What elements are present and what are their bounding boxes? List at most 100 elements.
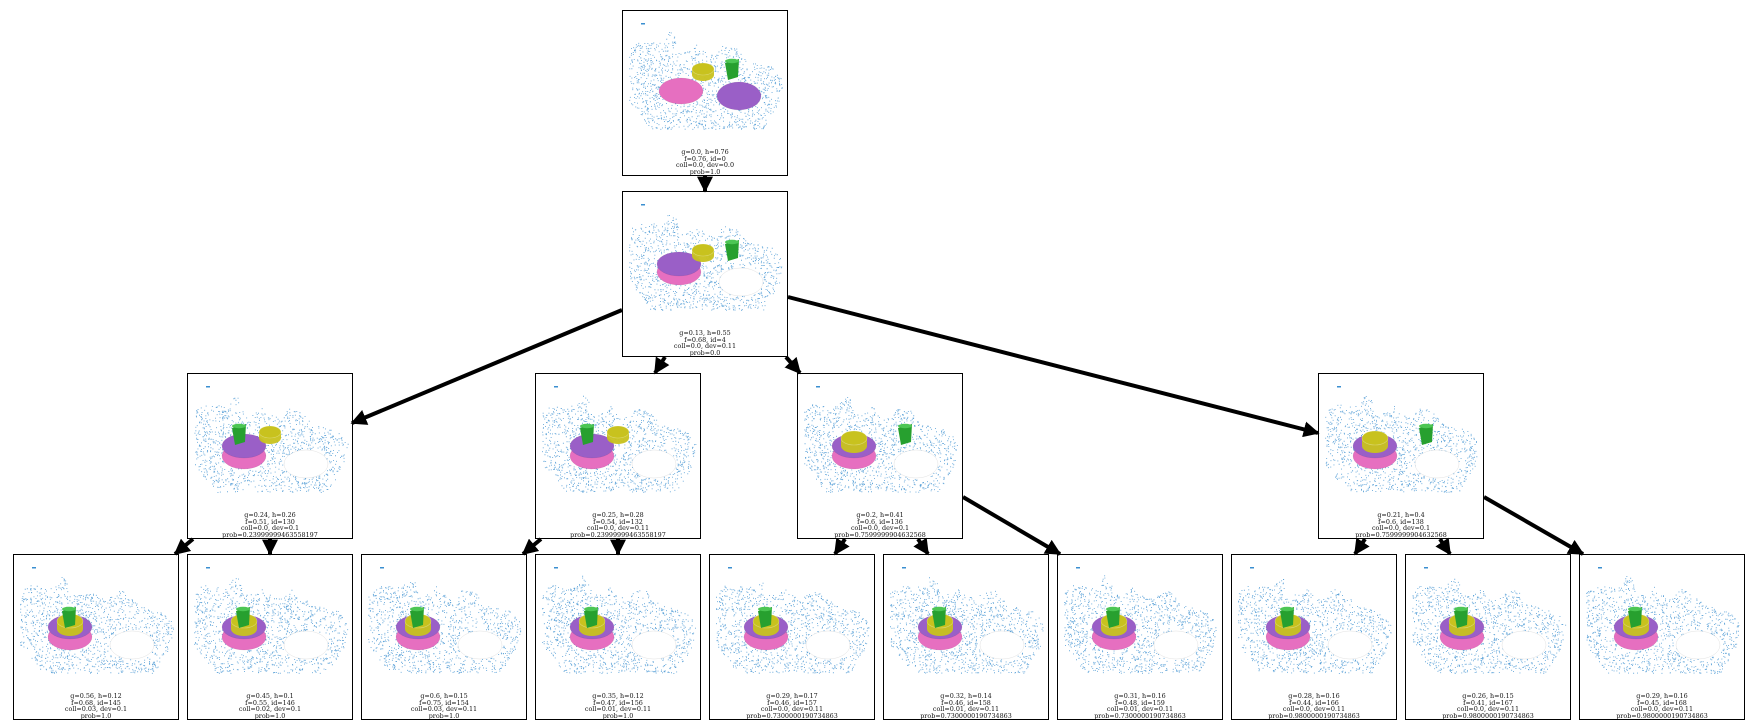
node-stat-line: g=0.21, h=0.4 (1377, 511, 1425, 519)
node-stat-line: g=0.45, h=0.1 (246, 692, 294, 700)
node-stat-line: prob=0.23999999463558197 (570, 530, 666, 539)
green-cup (1628, 606, 1642, 628)
node-stat-line: coll=0.01, dev=0.11 (1106, 705, 1174, 714)
yellow-bowl (691, 62, 715, 81)
empty-spot (1501, 630, 1547, 660)
node-stat-line: coll=0.01, dev=0.11 (584, 705, 652, 714)
node-stat-line: prob=1.0 (80, 711, 112, 720)
green-cup (1106, 606, 1120, 628)
node-stat-line: g=0.35, h=0.12 (592, 692, 644, 700)
green-cup (932, 606, 946, 628)
node-stat-line: coll=0.0, dev=0.1 (240, 524, 300, 533)
node-stat-line: prob=0.9800000190734863 (1268, 711, 1360, 720)
node-stat-line: g=0.32, h=0.14 (940, 692, 992, 700)
point-cloud (1586, 567, 1740, 674)
scene-render (1412, 567, 1567, 674)
node-stat-line: f=0.6, id=136 (857, 517, 903, 526)
scene-render (890, 567, 1044, 674)
scene-render (629, 23, 783, 130)
point-cloud (194, 567, 349, 674)
empty-spot (283, 449, 329, 479)
empty-spot (1675, 630, 1721, 660)
node-stat-line: f=0.47, id=156 (593, 698, 643, 707)
node-stat-line: prob=0.0 (689, 348, 721, 357)
scene-render (194, 567, 349, 674)
point-cloud (542, 386, 697, 493)
node-stat-line: f=0.68, id=4 (684, 335, 726, 344)
node-stat-line: prob=1.0 (602, 711, 634, 720)
point-cloud (629, 23, 783, 130)
node-stat-line: coll=0.0, dev=0.11 (586, 524, 650, 533)
node-stat-line: f=0.54, id=132 (593, 517, 643, 526)
point-cloud (629, 204, 783, 311)
purple-plate (716, 81, 762, 111)
node-stat-line: prob=0.9800000190734863 (1616, 711, 1708, 720)
scene-render (194, 386, 349, 493)
scene-render (629, 204, 783, 311)
node-stat-line: f=0.68, id=145 (71, 698, 121, 707)
node-stat-line: f=0.46, id=158 (941, 698, 991, 707)
point-cloud (542, 567, 696, 674)
node-stat-line: g=0.24, h=0.26 (244, 511, 296, 519)
point-cloud (1064, 567, 1217, 674)
node-stat-line: f=0.75, id=154 (419, 698, 469, 707)
point-cloud (1238, 567, 1392, 674)
green-cup (898, 423, 912, 445)
empty-spot (805, 630, 851, 660)
node-stat-line: f=0.46, id=157 (767, 698, 817, 707)
scene-render (368, 567, 522, 674)
node-stat-line: coll=0.0, dev=0.11 (1456, 705, 1520, 714)
yellow-bowl (840, 430, 868, 453)
node-stat-line: prob=0.23999999463558197 (222, 530, 318, 539)
edge-n4-l4 (833, 537, 850, 556)
node-stat-line: f=0.55, id=146 (245, 698, 295, 707)
empty-spot (718, 267, 764, 297)
green-cup (758, 606, 772, 628)
empty-spot (1414, 449, 1460, 479)
node-stat-line: prob=0.7300000190734863 (1094, 711, 1186, 720)
node-stat-line: coll=0.0, dev=0.0 (675, 161, 735, 170)
scene-render (1064, 567, 1217, 674)
scene-render (804, 386, 958, 493)
green-cup (725, 58, 739, 80)
scene-render (1325, 386, 1478, 493)
node-stat-line: g=0.29, h=0.17 (766, 692, 818, 700)
scene-render (542, 567, 696, 674)
edge-n1-n2 (350, 308, 623, 425)
edge-n1-n3 (653, 355, 670, 375)
edge-n2-l0 (173, 537, 195, 556)
node-stat-line: g=0.0, h=0.76 (681, 148, 729, 156)
node-stat-line: coll=0.01, dev=0.11 (932, 705, 1000, 714)
empty-spot (979, 630, 1025, 660)
node-stat-line: coll=0.0, dev=0.1 (850, 524, 910, 533)
green-cup (1419, 423, 1433, 445)
green-cup (410, 606, 424, 628)
scene-render (1238, 567, 1392, 674)
node-stat-line: prob=1.0 (428, 711, 460, 720)
node-stat-line: coll=0.0, dev=0.1 (1371, 524, 1431, 533)
scene-render (716, 567, 870, 674)
edge-n5-l7 (1353, 537, 1370, 556)
node-stat-line: coll=0.0, dev=0.11 (1282, 705, 1346, 714)
node-stat-line: g=0.25, h=0.28 (592, 511, 644, 519)
node-stat-line: coll=0.03, dev=0.11 (410, 705, 478, 714)
node-stat-line: prob=0.7599999904632568 (834, 530, 926, 539)
point-cloud (716, 567, 870, 674)
